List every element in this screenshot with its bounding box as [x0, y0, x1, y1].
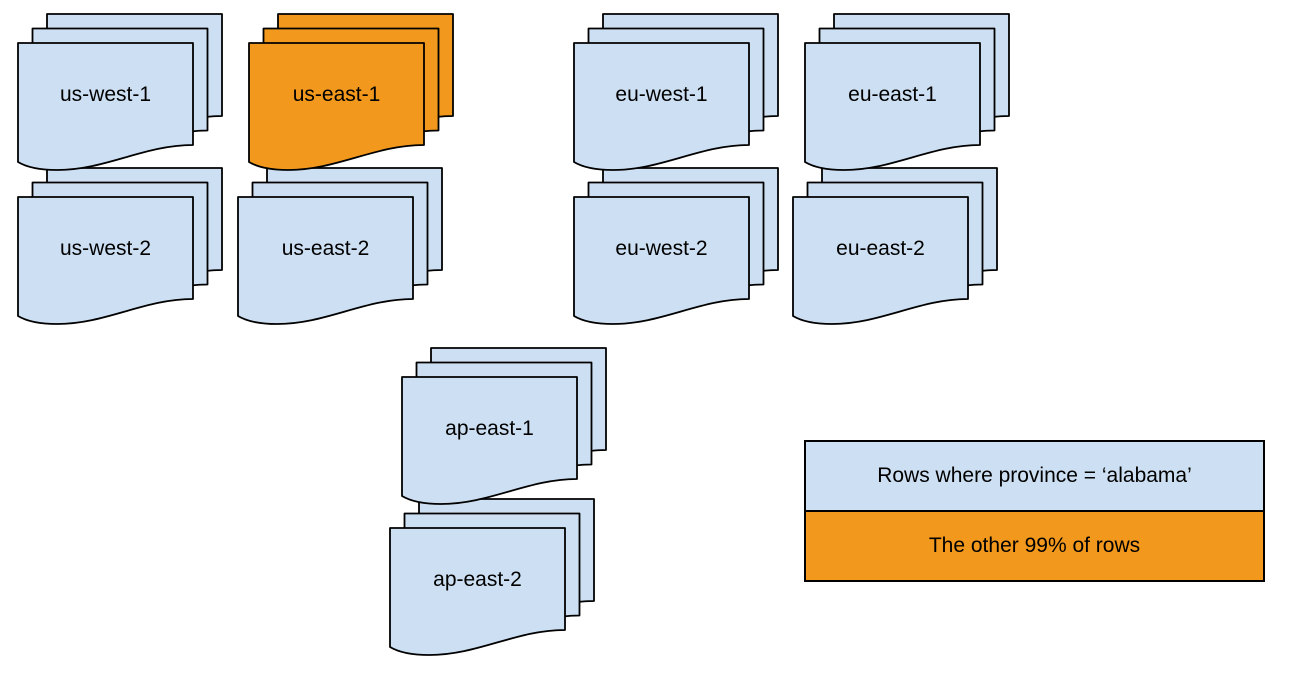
- doc-stack-eu-west-2: eu-west-2: [573, 167, 779, 325]
- stacked-documents-icon: [401, 347, 607, 505]
- doc-stack-eu-east-1: eu-east-1: [804, 13, 1010, 171]
- doc-stack-us-west-1: us-west-1: [17, 13, 223, 171]
- stacked-documents-icon: [573, 13, 779, 171]
- stacked-documents-icon: [804, 13, 1010, 171]
- legend: Rows where province = ‘alabama’ The othe…: [804, 440, 1265, 582]
- stacked-documents-icon: [248, 13, 454, 171]
- legend-item-label: The other 99% of rows: [928, 534, 1141, 557]
- stacked-documents-icon: [389, 498, 595, 656]
- doc-stack-ap-east-2: ap-east-2: [389, 498, 595, 656]
- doc-stack-eu-west-1: eu-west-1: [573, 13, 779, 171]
- doc-stack-us-east-2: us-east-2: [237, 167, 443, 325]
- doc-stack-us-west-2: us-west-2: [17, 167, 223, 325]
- doc-stack-ap-east-1: ap-east-1: [401, 347, 607, 505]
- doc-stack-us-east-1: us-east-1: [248, 13, 454, 171]
- stacked-documents-icon: [792, 167, 998, 325]
- stacked-documents-icon: [573, 167, 779, 325]
- doc-stack-eu-east-2: eu-east-2: [792, 167, 998, 325]
- stacked-documents-icon: [237, 167, 443, 325]
- legend-item-label: Rows where province = ‘alabama’: [877, 464, 1192, 487]
- stacked-documents-icon: [17, 167, 223, 325]
- legend-item-other-rows: The other 99% of rows: [806, 512, 1263, 580]
- stacked-documents-icon: [17, 13, 223, 171]
- legend-item-alabama-rows: Rows where province = ‘alabama’: [806, 442, 1263, 512]
